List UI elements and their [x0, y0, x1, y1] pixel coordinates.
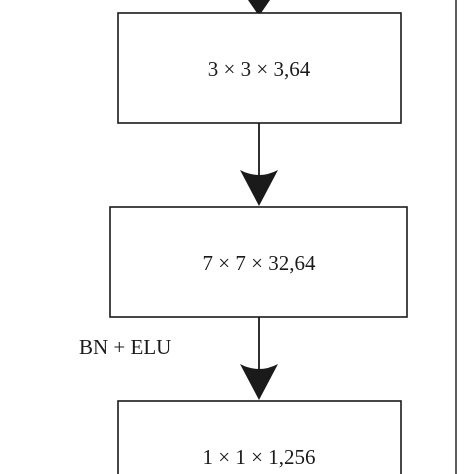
node-label-3: 1 × 1 × 1,256 — [203, 445, 316, 469]
node-block-2: 7 × 7 × 32,64 — [109, 206, 408, 318]
edge-label-bn-elu: BN + ELU — [79, 335, 171, 359]
node-box-1 — [117, 12, 402, 124]
edge-block-1-to-block-2 — [240, 123, 278, 206]
arrow-head-1 — [240, 170, 278, 206]
node-box-3 — [117, 400, 402, 474]
node-box-2 — [109, 206, 408, 318]
node-block-1: 3 × 3 × 3,64 — [117, 12, 402, 124]
edge-incoming — [248, 0, 270, 16]
arrow-head-incoming — [248, 0, 270, 16]
arrow-head-2 — [240, 364, 278, 400]
edge-block-2-to-block-3: BN + ELU — [79, 317, 278, 400]
node-label-2: 7 × 7 × 32,64 — [203, 251, 316, 275]
node-block-3: 1 × 1 × 1,256 — [117, 400, 402, 474]
node-label-1: 3 × 3 × 3,64 — [208, 57, 311, 81]
